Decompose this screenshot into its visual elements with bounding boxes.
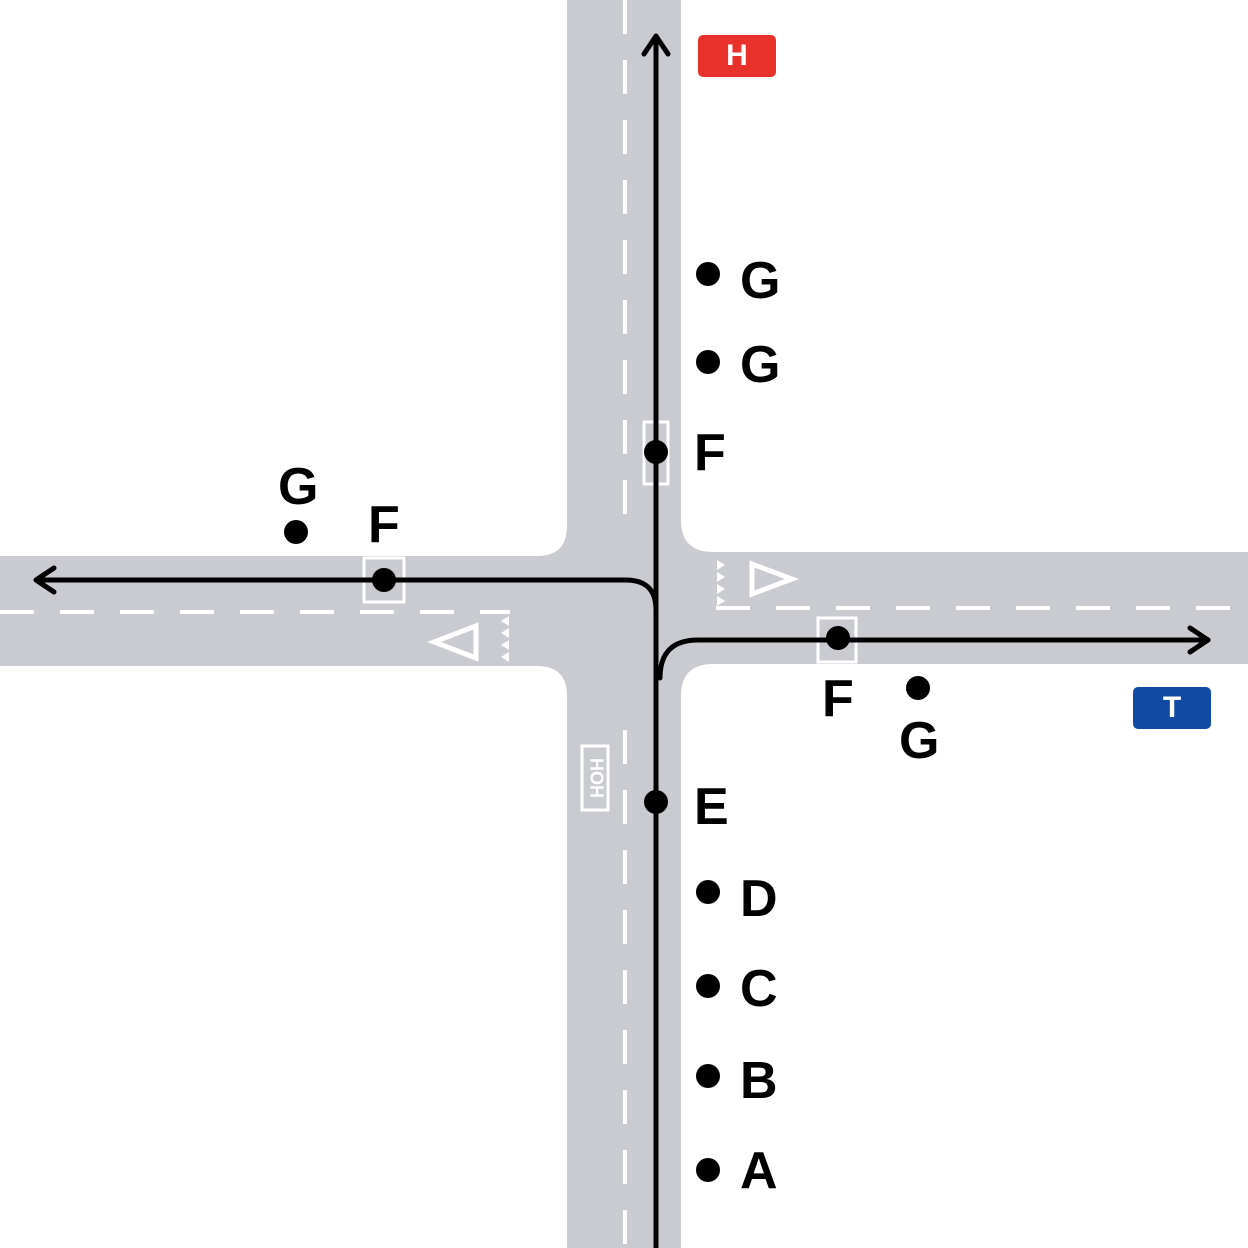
point-south-d: [696, 880, 720, 904]
give-way-teeth-east: [717, 560, 725, 606]
points: [284, 262, 930, 1182]
arrowhead-west-icon: [33, 565, 57, 595]
label-north-f: F: [694, 424, 726, 482]
point-east-f: [826, 626, 850, 650]
point-south-e: [644, 790, 668, 814]
label-south-c: C: [740, 960, 778, 1018]
point-labels: G G F G F F G E D C B A: [278, 252, 939, 1200]
give-way-triangle-east: [749, 560, 800, 598]
point-north-g2: [696, 350, 720, 374]
route-east: [657, 637, 1211, 681]
point-south-a: [696, 1158, 720, 1182]
point-south-c: [696, 974, 720, 998]
hospital-sign-icon: H: [698, 35, 776, 77]
point-east-g: [906, 676, 930, 700]
label-south-e: E: [694, 778, 729, 836]
label-west-f: F: [368, 496, 400, 554]
arrowhead-east-icon: [1187, 625, 1211, 655]
road-marking-text: HOH: [586, 758, 606, 798]
routes: [37, 37, 1211, 1248]
t-sign-label: T: [1163, 691, 1181, 724]
give-way-teeth-west: [501, 616, 509, 662]
label-south-b: B: [740, 1052, 778, 1110]
route-west: [37, 577, 659, 613]
point-west-f: [372, 568, 396, 592]
label-west-g: G: [278, 458, 318, 516]
point-north-g1: [696, 262, 720, 286]
label-east-f: F: [822, 670, 854, 728]
t-sign-icon: T: [1133, 687, 1211, 729]
hospital-sign-label: H: [726, 39, 748, 72]
label-north-g1: G: [740, 252, 780, 310]
give-way-triangle-west: [426, 622, 479, 662]
road-marking-box: [580, 744, 610, 812]
point-north-f: [644, 440, 668, 464]
point-south-b: [696, 1064, 720, 1088]
label-north-g2: G: [740, 336, 780, 394]
label-south-d: D: [740, 870, 778, 928]
label-east-g: G: [899, 712, 939, 770]
arrowhead-north-icon: [641, 33, 671, 57]
arrowheads: [33, 33, 1211, 655]
label-south-a: A: [740, 1142, 778, 1200]
point-west-g: [284, 520, 308, 544]
